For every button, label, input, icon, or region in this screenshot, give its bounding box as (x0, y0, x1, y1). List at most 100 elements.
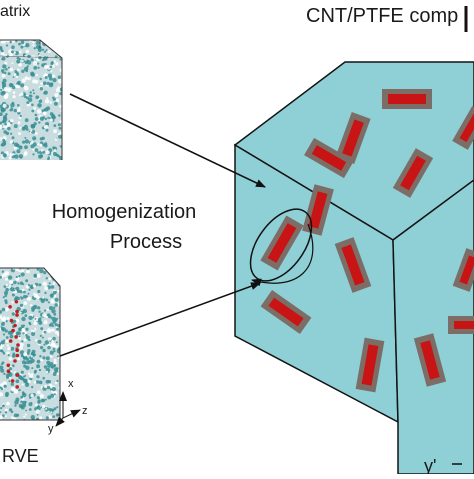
molecule-dot (23, 93, 27, 96)
fiber-core (268, 297, 304, 327)
molecule-dot (39, 320, 42, 323)
molecule-dot (38, 99, 43, 103)
molecule-dot (30, 331, 36, 336)
molecule-dot (8, 120, 11, 123)
molecule-dot (27, 379, 31, 384)
molecule-dot (31, 372, 34, 375)
molecule-dot (35, 95, 40, 100)
molecule-dot (27, 292, 30, 295)
molecule-dot (15, 275, 18, 279)
molecule-dot (47, 363, 52, 368)
molecule-dot (53, 124, 57, 127)
molecule-dot (55, 62, 59, 66)
molecule-dot (10, 83, 14, 87)
molecule-dot (40, 327, 44, 331)
molecule-dot (36, 273, 41, 278)
molecule-dot (27, 349, 31, 353)
molecule-dot (37, 339, 42, 344)
molecule-dot (17, 80, 21, 85)
molecule-dot (0, 363, 4, 366)
molecule-dot (52, 372, 57, 376)
molecule-dot (42, 59, 44, 62)
cnt-atom-dot (15, 313, 19, 317)
molecule-dot (28, 315, 33, 320)
molecule-dot (59, 120, 62, 123)
molecule-dot (40, 358, 44, 362)
molecule-dot (54, 138, 58, 141)
axis-z-label: z (82, 405, 88, 417)
molecule-dot (13, 108, 17, 113)
molecule-dot (44, 117, 48, 121)
molecule-dot (24, 139, 30, 144)
molecule-dot (21, 59, 24, 63)
molecule-dot (35, 40, 40, 46)
molecule-dot (17, 104, 20, 107)
molecule-dot (8, 156, 12, 160)
molecule-dot (51, 115, 56, 120)
molecule-dot (54, 381, 58, 385)
cnt-fiber (260, 290, 312, 334)
molecule-dot (37, 103, 42, 108)
molecule-dot (50, 299, 55, 304)
molecule-dot (53, 393, 56, 396)
molecule-dot (30, 304, 33, 307)
molecule-dot (53, 129, 57, 134)
molecule-dot (19, 303, 24, 307)
molecule-dot (55, 88, 61, 93)
cnt-fiber (413, 333, 447, 387)
molecule-dot (44, 107, 49, 112)
molecule-dot (25, 333, 28, 337)
cnt-atom-dot (14, 300, 19, 304)
molecule-dot (22, 283, 25, 286)
molecule-dot (26, 66, 29, 69)
molecule-dot (14, 51, 16, 54)
molecule-dot (35, 339, 38, 342)
molecule-dot (5, 113, 8, 116)
cnt-atom-dot (15, 385, 19, 389)
molecule-dot (17, 111, 21, 115)
molecule-dot (42, 281, 47, 286)
molecule-dot (2, 64, 7, 69)
molecule-dot (10, 50, 14, 54)
molecule-dot (29, 94, 33, 98)
rve-block-top (0, 39, 63, 160)
molecule-dot (32, 41, 35, 44)
molecule-dot (36, 390, 41, 395)
molecule-dot (34, 79, 39, 84)
molecule-dot (2, 333, 6, 336)
molecule-dot (15, 379, 20, 384)
molecule-dot (10, 287, 15, 292)
molecule-dot (35, 380, 40, 384)
molecule-dot (2, 272, 7, 277)
molecule-dot (35, 417, 40, 420)
molecule-dot (16, 149, 21, 154)
molecule-dot (51, 316, 57, 322)
cnt-atom-dot (15, 348, 19, 353)
molecule-dot (51, 328, 55, 332)
molecule-dot (31, 308, 35, 312)
molecule-dot (3, 339, 6, 342)
molecule-dot (33, 106, 37, 110)
molecule-dot (15, 40, 18, 43)
molecule-dot (10, 416, 14, 419)
molecule-dot (18, 106, 21, 109)
molecule-dot (0, 46, 3, 49)
molecule-dot (33, 40, 37, 42)
molecule-dot (36, 364, 41, 369)
molecule-dot (12, 352, 16, 356)
molecule-dot (30, 71, 35, 77)
molecule-dot (46, 97, 49, 100)
molecule-dot (2, 318, 6, 322)
axis-y-prime-label: y' (424, 456, 436, 474)
molecule-dot (11, 354, 16, 358)
molecule-dot (37, 400, 41, 404)
molecule-dot (47, 50, 51, 53)
molecule-dot (22, 403, 27, 408)
molecule-dot (37, 151, 40, 154)
arrow-top-icon (69, 93, 266, 188)
molecule-dot (32, 330, 35, 333)
molecule-dot (42, 116, 45, 119)
molecule-dot (11, 85, 16, 90)
molecule-dot (11, 62, 14, 65)
molecule-dot (2, 108, 6, 112)
